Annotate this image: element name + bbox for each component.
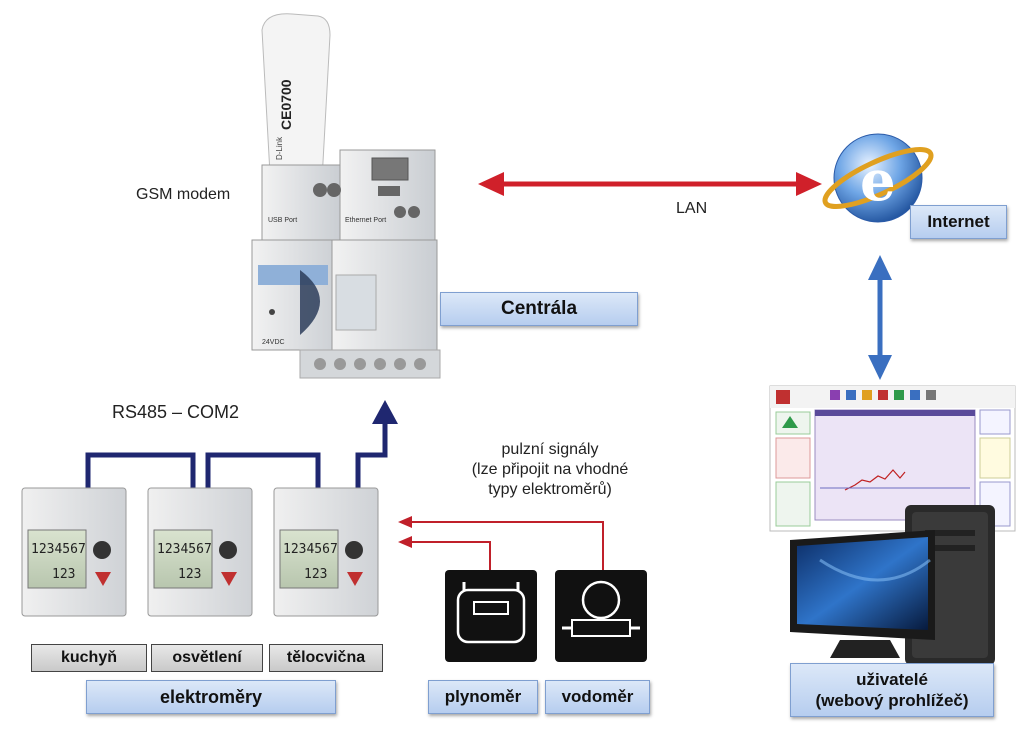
internet-box: Internet <box>910 205 1007 239</box>
power-label: 24VDC <box>262 339 285 346</box>
meter-1-display-top: 1234567 <box>31 542 86 557</box>
internet-arrow <box>868 255 892 380</box>
lan-label: LAN <box>676 200 708 217</box>
rs485-label: RS485 – COM2 <box>112 402 240 422</box>
modem-brand: D-Link <box>275 136 284 160</box>
pulse-arrowhead-1 <box>398 516 412 528</box>
pulse-line-3: typy elektroměrů) <box>488 481 612 498</box>
energy-meter-1 <box>21 487 127 617</box>
internet-explorer-icon: e <box>822 133 934 223</box>
pulse-arrowhead-2 <box>398 536 412 548</box>
lan-arrow <box>478 172 822 196</box>
port-ethernet-label: Ethernet Port <box>345 217 386 224</box>
pulse-arrows <box>412 521 604 570</box>
elektromery-box: elektroměry <box>86 680 336 714</box>
meter-label-osvetleni: osvětlení <box>151 644 263 672</box>
gas-meter-icon <box>445 570 537 662</box>
port-usb-label: USB Port <box>268 217 297 224</box>
water-meter-icon <box>555 570 647 662</box>
meter-label-kuchyn: kuchyň <box>31 644 147 672</box>
centrala-box: Centrála <box>440 292 638 326</box>
gsm-modem-label: GSM modem <box>136 186 231 203</box>
svg-text:e: e <box>860 148 896 214</box>
pulse-line-2: (lze připojit na vhodné <box>471 461 629 478</box>
meter-2-display-top: 1234567 <box>157 542 212 557</box>
plynomer-box: plynoměr <box>428 680 538 714</box>
users-line-1: uživatelé <box>856 670 928 689</box>
users-line-2: (webový prohlížeč) <box>815 691 969 710</box>
meter-3-display-top: 1234567 <box>283 542 338 557</box>
gsm-modem-icon: CE0700 D-Link <box>261 13 331 196</box>
rs485-arrowhead <box>372 400 398 424</box>
vodomer-box: vodoměr <box>545 680 650 714</box>
energy-meter-2 <box>147 487 253 617</box>
pulse-line-1: pulzní signály <box>501 441 599 458</box>
modem-mark: CE0700 <box>278 79 294 130</box>
rs485-bus <box>85 420 388 492</box>
energy-meter-3 <box>273 487 379 617</box>
users-box: uživatelé (webový prohlížeč) <box>790 663 994 717</box>
computer-icon <box>790 505 995 665</box>
meter-1-display-bottom: 123 <box>52 567 75 582</box>
meter-2-display-bottom: 123 <box>178 567 201 582</box>
meter-3-display-bottom: 123 <box>304 567 327 582</box>
pulse-signals-note: pulzní signály (lze připojit na vhodné t… <box>430 440 670 500</box>
central-unit: USB Port Ethernet Port 24VDC <box>251 149 441 379</box>
meter-label-telocvicna: tělocvična <box>269 644 383 672</box>
web-app-screenshot <box>769 385 1016 532</box>
